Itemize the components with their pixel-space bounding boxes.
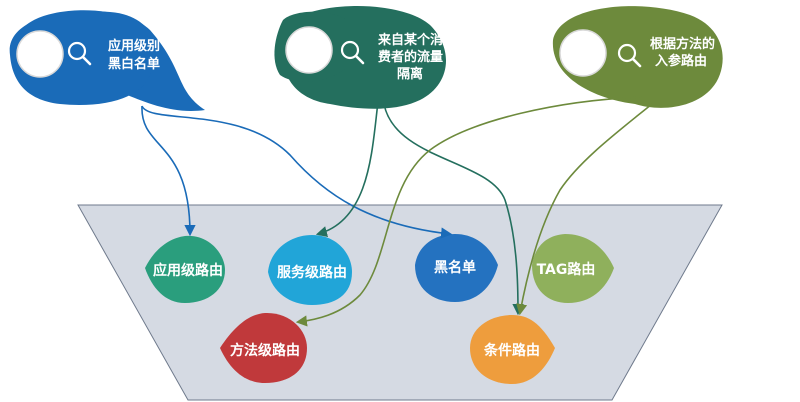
drop-shape — [532, 234, 614, 303]
source-pin-hole — [16, 30, 64, 78]
drop-shape — [470, 315, 555, 384]
source-label-line1: 来自某个消 — [377, 32, 443, 48]
source-label-line1: 根据方法的 — [650, 36, 715, 52]
route-tag: TAG路由 — [532, 234, 614, 303]
drop-label: 应用级路由 — [153, 262, 223, 279]
arrow-method-to-condition — [516, 103, 653, 316]
route-method-level: 方法级路由 — [220, 312, 307, 383]
search-icon — [340, 40, 365, 65]
source-label-line1: 应用级别 — [108, 38, 160, 54]
search-icon — [617, 43, 642, 68]
source-app-blacklist: 应用级别 黑白名单 — [9, 10, 205, 111]
drop-shape — [145, 235, 225, 303]
source-method-param: 根据方法的 入参路由 — [552, 6, 723, 108]
drop-label: TAG路由 — [537, 261, 596, 278]
route-service-level: 服务级路由 — [268, 235, 352, 305]
source-consumer-isolation: 来自某个消 费者的流量 隔离 — [274, 6, 447, 109]
source-pin-body — [552, 6, 723, 108]
source-label-line3: 隔离 — [397, 66, 423, 82]
route-condition: 条件路由 — [470, 315, 555, 384]
search-icon — [67, 41, 92, 66]
drop-label: 条件路由 — [483, 342, 540, 359]
route-app-level: 应用级路由 — [145, 235, 225, 303]
source-pin-hole — [285, 26, 333, 74]
drop-label: 方法级路由 — [230, 342, 300, 359]
arrow-method-to-method-level — [295, 96, 644, 327]
routing-funnel — [77, 204, 723, 401]
arrow-app-to-blacklist — [141, 105, 453, 239]
drop-shape — [220, 312, 307, 383]
arrow-consumer-to-condition — [383, 103, 524, 316]
source-label-line2: 黑白名单 — [108, 56, 160, 72]
drop-label: 服务级路由 — [277, 264, 347, 281]
drop-label: 黑名单 — [434, 259, 476, 276]
arrow-consumer-to-service-level — [315, 101, 379, 238]
source-label-line2: 费者的流量 — [378, 49, 443, 65]
drop-shape — [415, 234, 498, 302]
source-pin-hole — [559, 29, 607, 77]
route-blacklist: 黑名单 — [415, 234, 498, 302]
drop-shape — [268, 235, 352, 305]
source-label-line2: 入参路由 — [655, 53, 707, 69]
arrow-app-to-app-level — [141, 105, 196, 237]
